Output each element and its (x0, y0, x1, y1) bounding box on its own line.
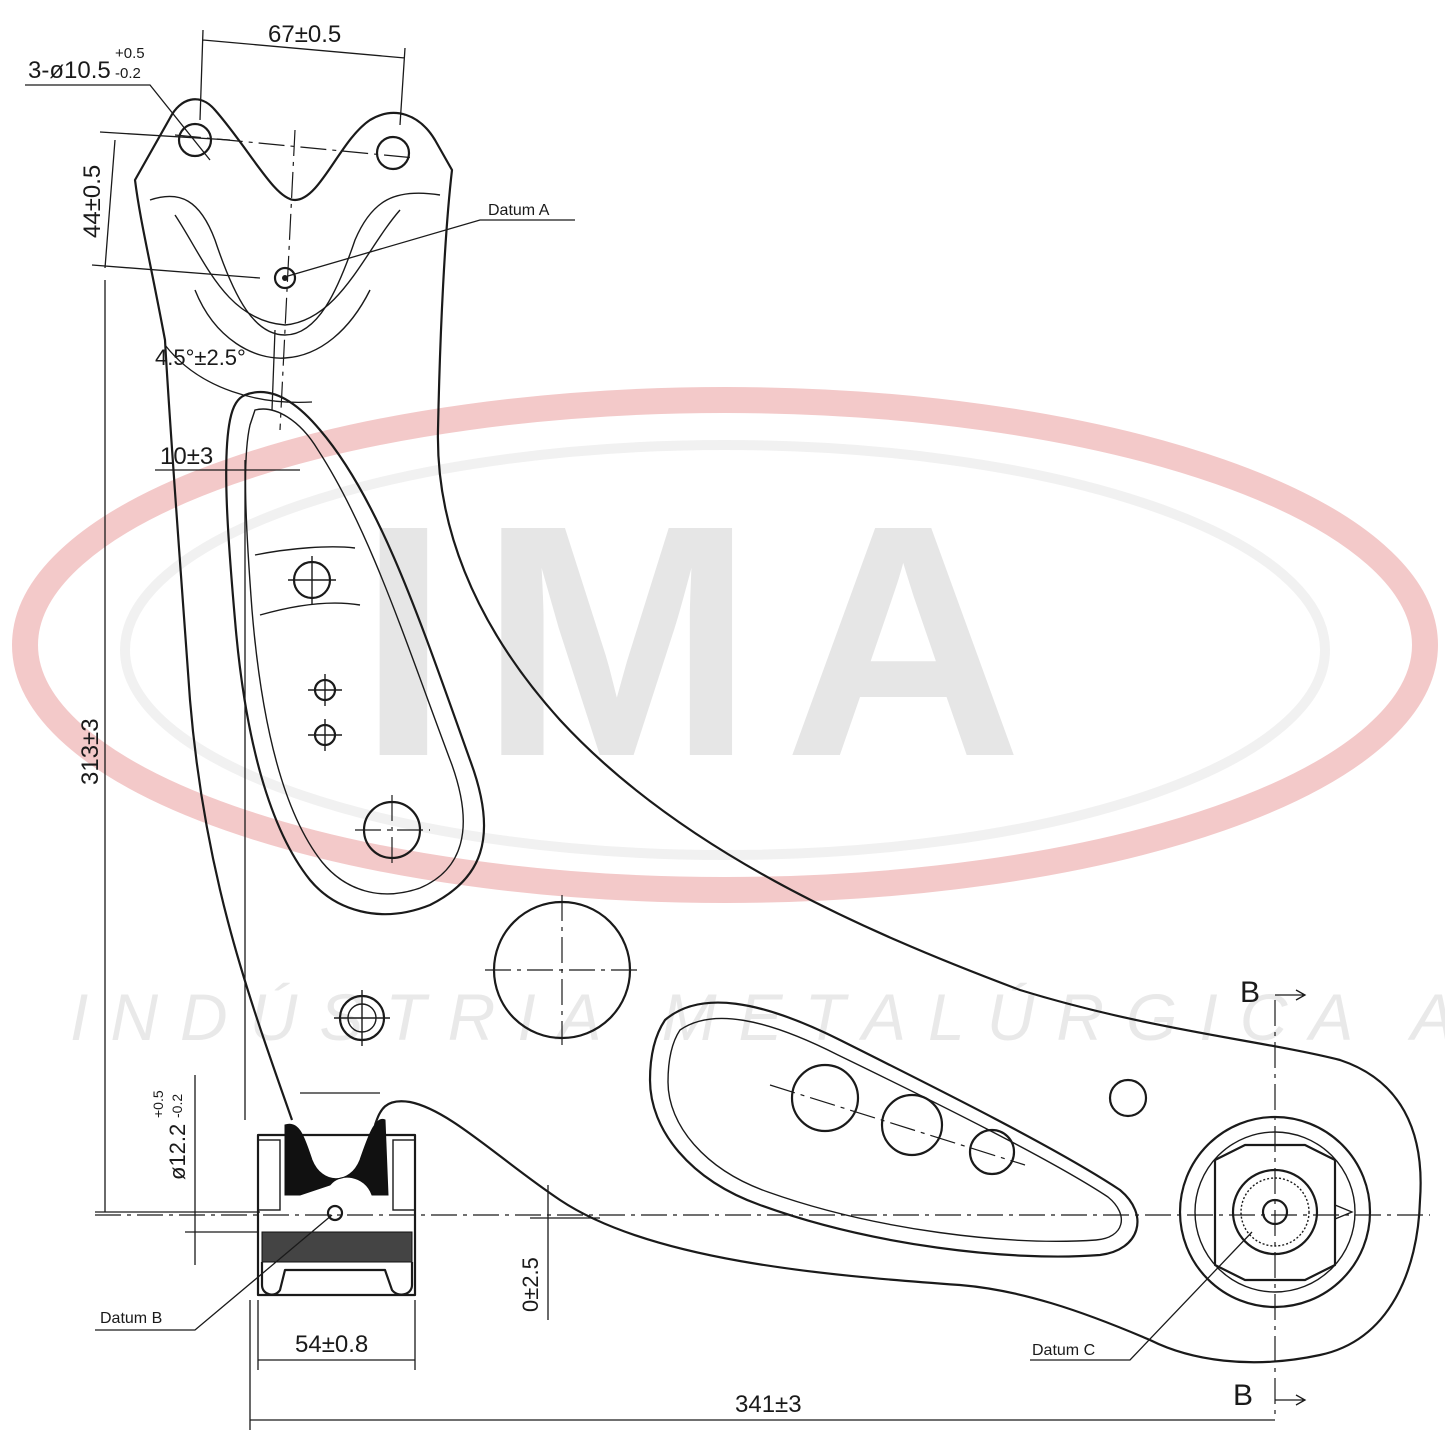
ball-joint-arrow-icon (1334, 1204, 1354, 1220)
dim-313-line (95, 280, 260, 1213)
lower-window-hole-2 (880, 1093, 944, 1157)
upper-window-cutout (225, 390, 486, 916)
section-label-bottom: B (1233, 1379, 1253, 1412)
datum-a-center-dot (282, 275, 288, 281)
dim-67-line (199, 29, 406, 126)
datum-a-hole (273, 266, 297, 290)
dim-angle-arc (164, 344, 313, 404)
watermark: IMA INDÚSTRIA METALÚRGICA ALLI (12, 387, 1445, 1054)
window-hole-3-cross (308, 719, 342, 751)
hole-spec-main: 3-ø10.5 (28, 57, 111, 84)
bushing (256, 1092, 417, 1297)
dim-top-vertical: 44±0.5 (79, 165, 106, 238)
ball-joint-stud (1231, 1168, 1319, 1256)
lower-window-cutout (648, 1001, 1139, 1258)
section-label-top: B (1240, 976, 1260, 1009)
section-arrow-top (1275, 989, 1307, 1001)
datum-a-leader (287, 219, 575, 277)
bushing-flange-right (392, 1139, 416, 1211)
window-hole-1-band-bottom (259, 602, 361, 616)
dim-bushing-dia-upper-tol: +0.5 (150, 1090, 166, 1118)
dim-54-line (257, 1300, 416, 1370)
lower-window-hole-1 (790, 1063, 860, 1133)
bracket-vertical-centerline (279, 129, 296, 431)
bracket-inner-rib (149, 192, 441, 336)
dim-angle: 4.5°±2.5° (155, 345, 246, 370)
dimension-labels: 3-ø10.5 +0.5 -0.2 67±0.5 44±0.5 Datum A … (28, 21, 1260, 1418)
lower-window-centerline (769, 1084, 1026, 1166)
top-right-mount-hole (375, 135, 411, 171)
window-hole-1-band-top (254, 546, 356, 556)
dim-vertical-offset: 0±2.5 (518, 1257, 543, 1312)
bushing-rubber-bottom (261, 1231, 413, 1263)
ball-joint-boot (1213, 1143, 1337, 1282)
bushing-flange-left (257, 1139, 281, 1211)
dim-overall-height: 313±3 (77, 718, 104, 785)
section-arrow-bottom (1275, 1394, 1307, 1406)
bushing-rubber-top (284, 1118, 389, 1196)
holes (174, 122, 1372, 1309)
dim-bushing-width: 54±0.8 (295, 1331, 368, 1358)
lower-window-hole-3 (968, 1128, 1016, 1176)
watermark-ring-inner (120, 440, 1330, 860)
dim-top-hole-spacing: 67±0.5 (268, 21, 341, 48)
ball-joint-center (1261, 1198, 1289, 1226)
bushing-lower-shell (260, 1262, 414, 1296)
ball-joint-housing (1194, 1131, 1356, 1293)
dim-341-line (249, 1300, 1275, 1430)
ball-joint-knurl (1240, 1177, 1310, 1247)
datum-a-label: Datum A (488, 202, 550, 219)
lower-window-inner (667, 1017, 1122, 1242)
hole-spec-leader (25, 84, 211, 161)
watermark-ring-outer (12, 387, 1438, 903)
small-pilot-hole (1108, 1078, 1148, 1118)
window-hole-1-cross (288, 556, 336, 604)
angle-leg (271, 329, 276, 411)
dim-overall-length: 341±3 (735, 1391, 802, 1418)
datum-b-point (326, 1204, 344, 1222)
large-center-hole-cross (485, 895, 640, 1045)
upper-window-inner (244, 408, 464, 895)
dim-offset: 10±3 (160, 443, 213, 470)
arm-outer-contour (133, 98, 1422, 1364)
dim-bushing-dia-lower-tol: -0.2 (169, 1094, 185, 1118)
watermark-subtitle: INDÚSTRIA METALÚRGICA ALLI (70, 980, 1445, 1054)
dimension-lines (25, 29, 1275, 1430)
small-hole-left-cross (334, 990, 390, 1046)
window-hole-2-cross (308, 674, 342, 706)
hole-spec-upper-tol: +0.5 (115, 45, 145, 62)
ball-joint-outer (1178, 1115, 1372, 1309)
window-hole-4-cross (355, 795, 430, 865)
dim-zero-line (530, 1185, 600, 1320)
control-arm-outline (133, 98, 1422, 1420)
datum-b-label: Datum B (100, 1310, 162, 1327)
datum-c-label: Datum C (1032, 1342, 1095, 1359)
bracket-lower-curve (194, 289, 371, 359)
datum-b-leader (95, 1214, 333, 1331)
top-left-mount-hole (177, 122, 213, 158)
datum-c-leader (1030, 1231, 1253, 1361)
dim-bushing-dia-line (185, 1075, 258, 1265)
top-holes-centerline (174, 134, 416, 159)
hole-spec-lower-tol: -0.2 (115, 65, 141, 82)
dim-bushing-dia-main: ø12.2 (165, 1124, 190, 1180)
dim-44-line (91, 131, 261, 279)
dim-10-line (155, 460, 300, 1120)
watermark-logo-text: IMA (358, 456, 1053, 825)
